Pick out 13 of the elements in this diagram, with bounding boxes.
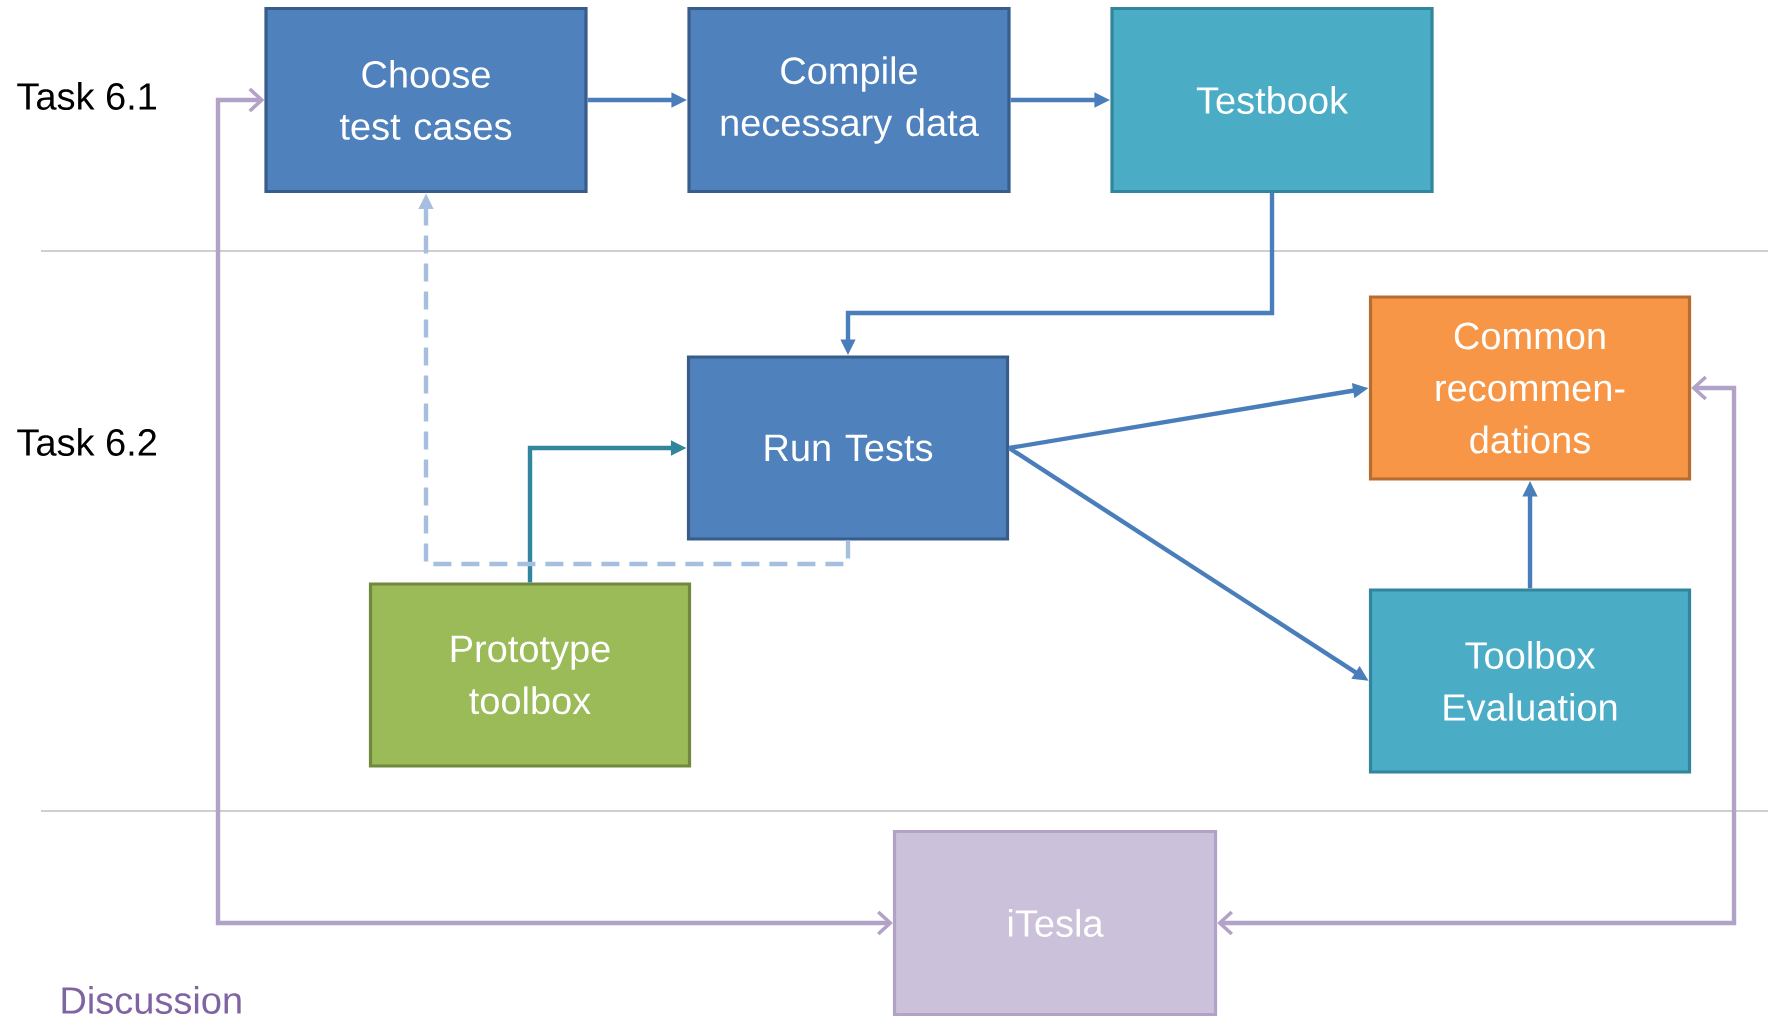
process-box: Run Tests — [686, 355, 1010, 541]
section-label: Discussion — [62, 986, 241, 1014]
arrow — [215, 87, 893, 936]
process-box: Compile necessary data — [687, 6, 1011, 194]
process-box: Choose test cases — [264, 6, 588, 194]
process-box: Prototype toolbox — [368, 582, 692, 768]
process-box: iTesla — [892, 829, 1218, 1017]
arrow — [1217, 375, 1737, 936]
process-box: Toolbox Evaluation — [1368, 588, 1692, 774]
task-label: Task 6.1 — [17, 82, 156, 110]
process-box: Testbook — [1110, 6, 1434, 194]
task-label: Task 6.2 — [17, 428, 156, 456]
process-box: Common recommen- dations — [1368, 295, 1692, 481]
